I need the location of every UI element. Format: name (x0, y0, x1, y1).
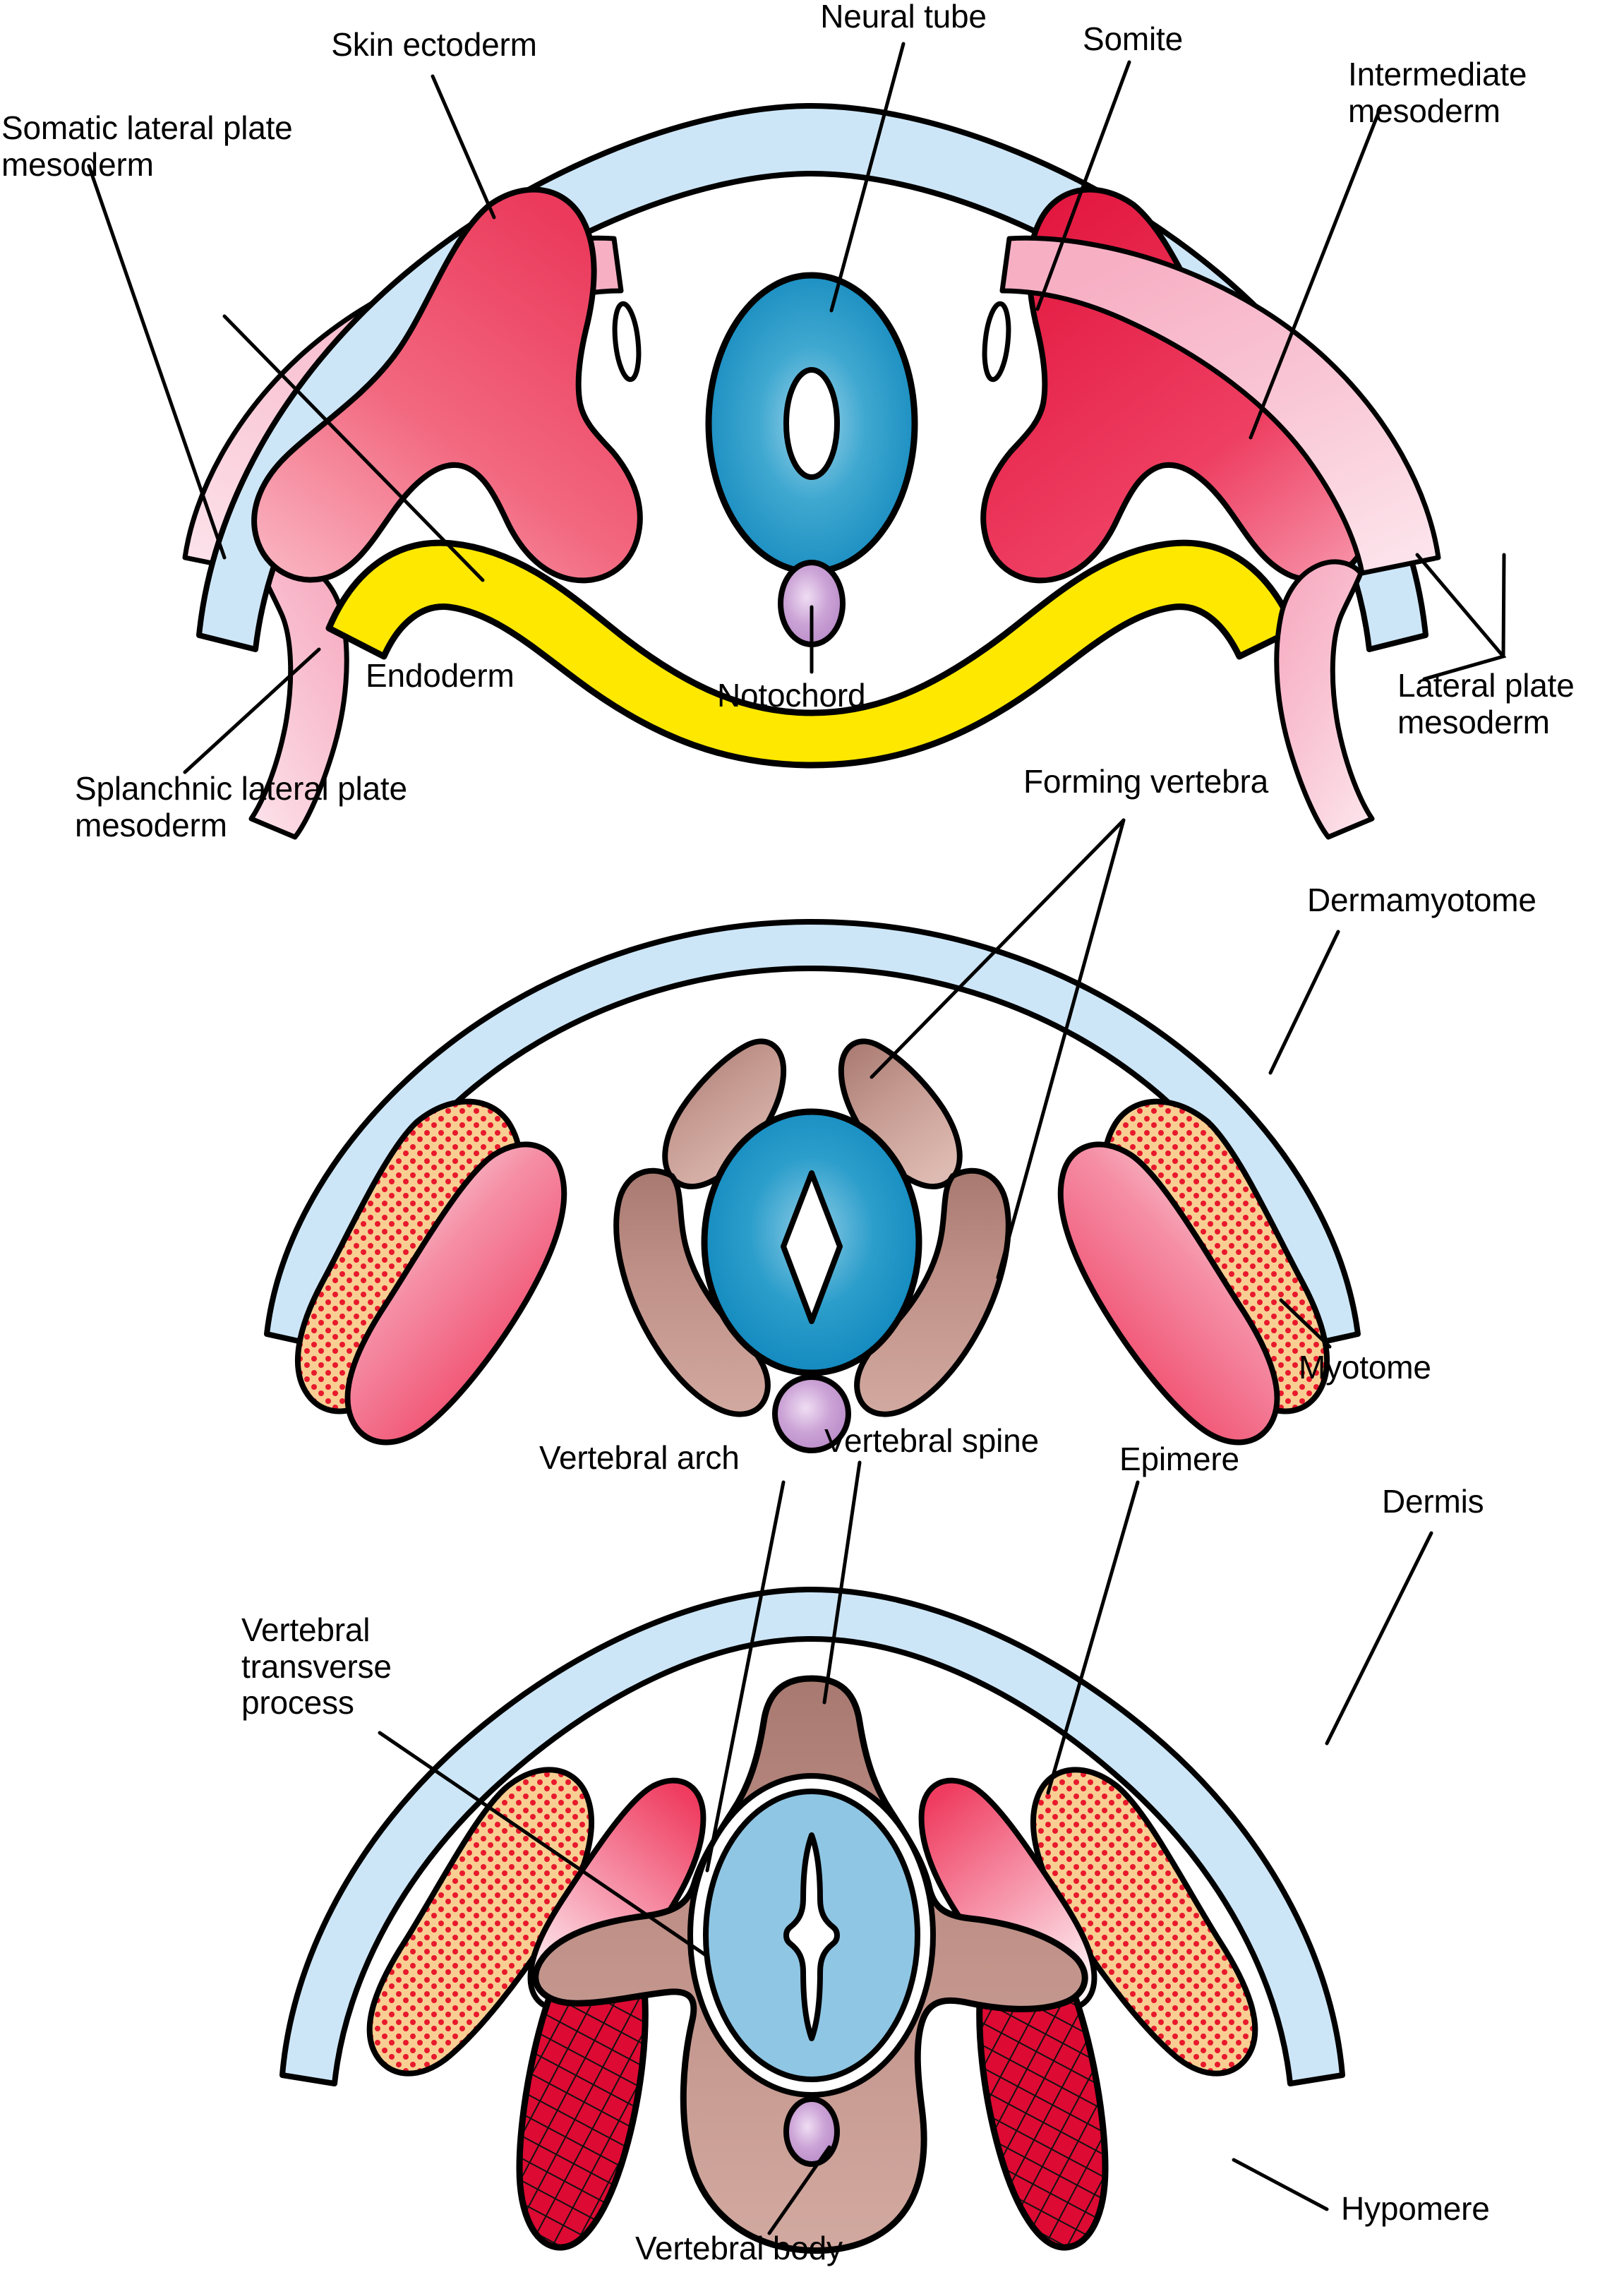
label-vertebral-spine: Vertebral spine (824, 1422, 1039, 1459)
label-intermediate-mesoderm: Intermediate mesoderm (1348, 56, 1527, 129)
leader-forming-vertebra-a (996, 818, 1126, 1280)
panel-bottom-leader-lines (378, 1460, 1433, 2235)
label-lateral-plate-mesoderm: Lateral plate mesoderm (1397, 667, 1575, 740)
central-canal (783, 1832, 840, 2041)
label-splanchnic-lpm-line2: mesoderm (75, 806, 227, 843)
leader-splanchnic (183, 647, 321, 774)
leader-vertebral-arch (705, 1480, 786, 1873)
forming-vertebra-right-arm (854, 1167, 1011, 1417)
panel-middle-leader-lines (870, 818, 1340, 1349)
panel-top-leader-lines (87, 42, 1507, 774)
leader-vertebral-transv (378, 1731, 708, 1957)
splanchnic-lateral-plate-mesoderm-right (1274, 559, 1375, 840)
label-somatic-lpm-line1: Somatic lateral plate (1, 109, 293, 146)
somite-left-cavity (612, 301, 642, 383)
label-myotome: Myotome (1299, 1349, 1431, 1386)
label-neural-tube: Neural tube (820, 0, 987, 35)
label-somatic-lateral-plate-mesoderm: Somatic lateral plate mesoderm (1, 109, 293, 183)
leader-epimere (1046, 1480, 1140, 1795)
label-vtp-line2: transverse (241, 1647, 392, 1685)
leader-somatic-lpm (87, 164, 227, 560)
leader-neural-tube (829, 42, 906, 313)
panel-bottom-graphic (279, 1460, 1433, 2254)
leader-vertebral-spine (822, 1460, 862, 1705)
leader-hypomere (1232, 2158, 1329, 2211)
label-epimere: Epimere (1119, 1441, 1239, 1477)
skin-ectoderm-arch-bot (279, 1587, 1345, 2086)
label-intermediate-mesoderm-line1: Intermediate (1348, 56, 1527, 92)
leader-dermis (1325, 1531, 1433, 1746)
neural-canal (783, 367, 840, 480)
label-endoderm: Endoderm (366, 657, 515, 694)
label-intermediate-mesoderm-line2: mesoderm (1348, 92, 1500, 129)
label-vertebral-transverse-process: Vertebral transverse process (241, 1611, 392, 1722)
label-hypomere: Hypomere (1341, 2190, 1490, 2227)
skin-ectoderm-arch-mid (264, 919, 1361, 1348)
panel-top-graphic (87, 42, 1507, 840)
notochord-mid (772, 1374, 851, 1453)
label-vtp-line1: Vertebral (241, 1611, 371, 1648)
label-vertebral-arch: Vertebral arch (539, 1439, 740, 1476)
somatic-lateral-plate-mesoderm-right (999, 235, 1441, 576)
somite-right-cavity (982, 301, 1011, 383)
neural-canal-mid (781, 1170, 843, 1324)
notochord-remnant (783, 2096, 840, 2167)
label-somatic-lpm-line2: mesoderm (1, 145, 154, 183)
label-dermis: Dermis (1382, 1483, 1484, 1520)
leader-dermamyotome (1268, 930, 1340, 1075)
label-vertebral-body: Vertebral body (635, 2230, 843, 2266)
leader-vertebral-body (767, 2145, 831, 2235)
leader-lateral-plate-bracket (1415, 553, 1507, 681)
leader-myotome (1279, 1298, 1332, 1349)
forming-vertebra-left-arm (613, 1167, 771, 1417)
leader-intermediate (1249, 107, 1382, 440)
label-dermamyotome: Dermamyotome (1307, 882, 1536, 918)
myotome-right (1057, 1141, 1280, 1446)
label-lateral-plate-line2: mesoderm (1397, 703, 1550, 740)
leader-forming-vertebra-b (870, 818, 1126, 1079)
forming-vertebra-upper-left (662, 1038, 787, 1189)
label-notochord: Notochord (717, 677, 866, 714)
label-somite: Somite (1083, 20, 1183, 57)
leader-somite (1035, 60, 1131, 311)
label-splanchnic-lpm-line1: Splanchnic lateral plate (75, 770, 407, 807)
dermis-right (1030, 1767, 1258, 2077)
panel-middle-graphic (264, 818, 1361, 1453)
leader-skin-ectoderm (431, 74, 496, 220)
label-splanchnic-lateral-plate-mesoderm: Splanchnic lateral plate mesoderm (75, 770, 407, 843)
dermis-left (366, 1767, 594, 2077)
label-skin-ectoderm: Skin ectoderm (331, 26, 537, 63)
leader-endoderm (222, 314, 485, 582)
label-lateral-plate-line1: Lateral plate (1397, 667, 1575, 704)
myotome-left (344, 1141, 567, 1446)
label-vtp-line3: process (241, 1684, 354, 1722)
somite-left (251, 186, 643, 584)
label-forming-vertebra: Forming vertebra (1023, 763, 1269, 800)
